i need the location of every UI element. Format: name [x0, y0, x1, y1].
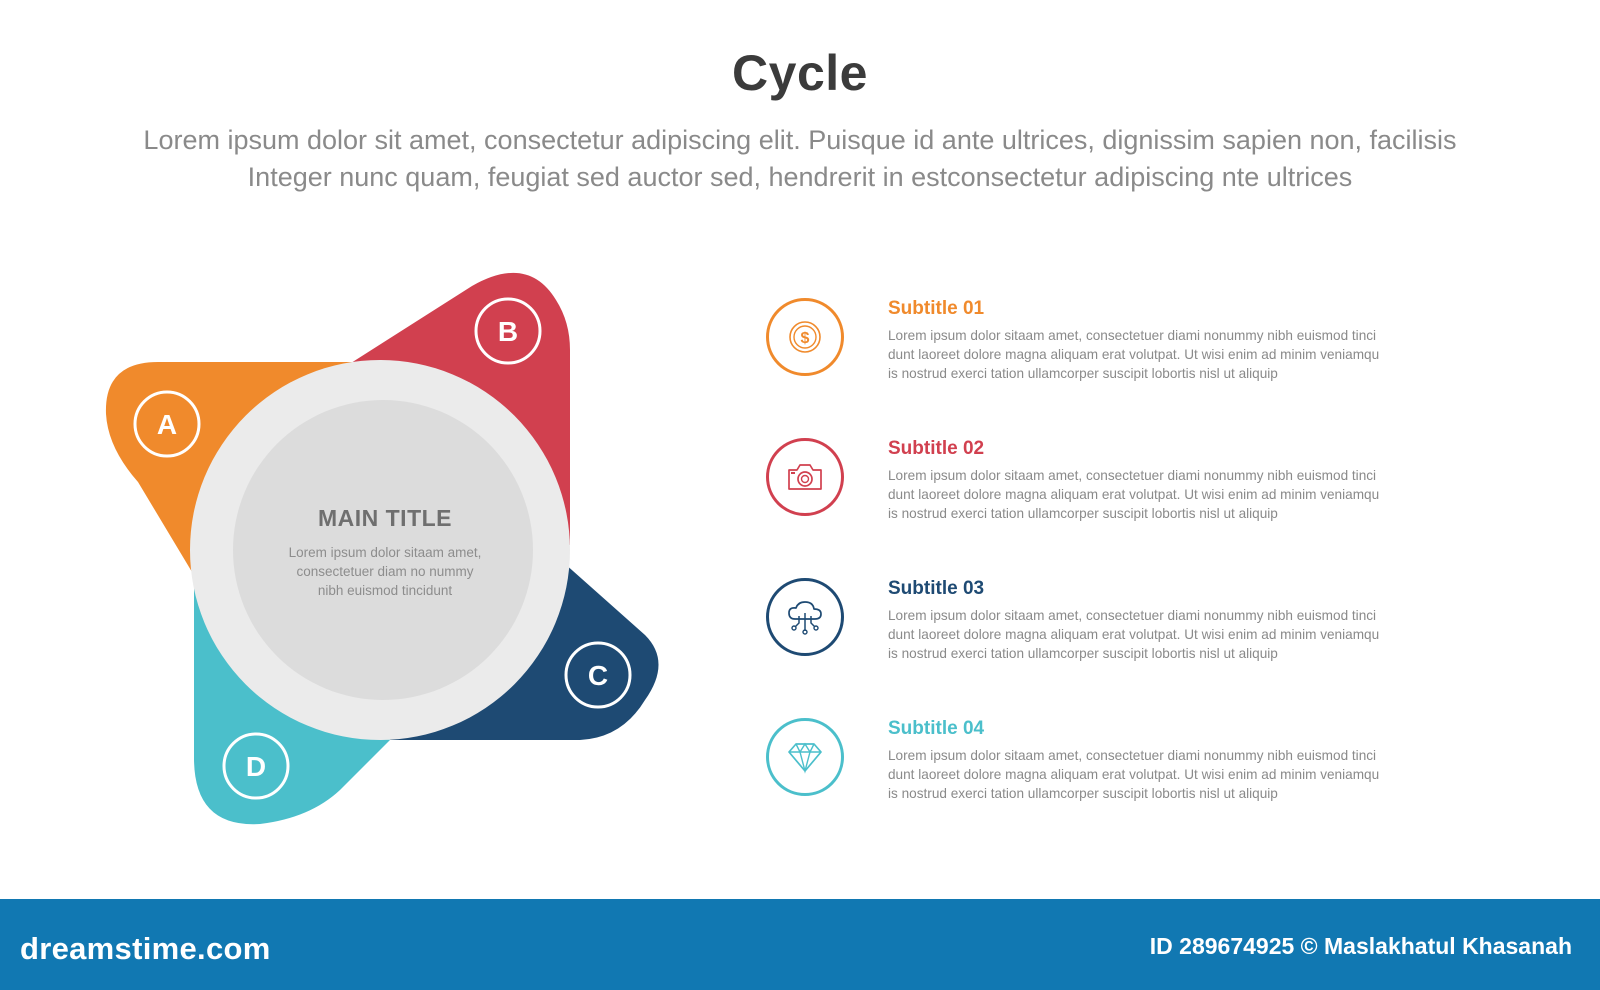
subtitle-04: Subtitle 04 — [888, 718, 985, 739]
intro-line: Lorem ipsum dolor sit amet, consectetur … — [143, 125, 1457, 155]
brand-logo-text: dreamstime.com — [20, 931, 271, 966]
icon-ring-02 — [766, 438, 844, 516]
item-line: Lorem ipsum dolor sitaam amet, consectet… — [888, 468, 1377, 483]
image-credit: ID 289674925 © Maslakhatul Khasanah — [1149, 933, 1572, 959]
badge-b: B — [474, 297, 542, 365]
badge-c: C — [564, 641, 632, 709]
subtitle-03: Subtitle 03 — [888, 578, 985, 599]
subtitle-02: Subtitle 02 — [888, 438, 985, 459]
item-line: Lorem ipsum dolor sitaam amet, consectet… — [888, 608, 1377, 623]
item-line: dunt laoreet dolore magna aliquam erat v… — [888, 487, 1380, 502]
item-text-04: Lorem ipsum dolor sitaam amet, consectet… — [888, 746, 1448, 803]
dollar-coin-icon: $ — [789, 321, 821, 353]
badge-c-letter: C — [588, 660, 608, 691]
item-line: Lorem ipsum dolor sitaam amet, consectet… — [888, 328, 1377, 343]
item-line: dunt laoreet dolore magna aliquam erat v… — [888, 767, 1380, 782]
item-text-03: Lorem ipsum dolor sitaam amet, consectet… — [888, 606, 1448, 663]
page-title: Cycle — [732, 45, 868, 101]
badge-d-letter: D — [246, 751, 266, 782]
list-item-01: $ Subtitle 01 Lorem ipsum dolor sitaam a… — [766, 298, 1566, 398]
list-item-04: Subtitle 04 Lorem ipsum dolor sitaam ame… — [766, 718, 1566, 818]
footer-bar: dreamstime.com ID 289674925 © Maslakhatu… — [0, 899, 1600, 990]
center-disc — [233, 400, 533, 700]
item-line: is nostrud exerci tation ullamcorper sus… — [888, 786, 1278, 801]
item-text-02: Lorem ipsum dolor sitaam amet, consectet… — [888, 466, 1448, 523]
center-line: nibh euismod tincidunt — [317, 583, 453, 598]
icon-ring-04 — [766, 718, 844, 796]
list-item-03: Subtitle 03 Lorem ipsum dolor sitaam ame… — [766, 578, 1566, 678]
svg-text:$: $ — [801, 330, 810, 347]
center-line: Lorem ipsum dolor sitaam amet, — [288, 545, 482, 560]
diamond-icon — [788, 742, 822, 774]
cloud-network-icon — [788, 601, 822, 635]
item-line: is nostrud exerci tation ullamcorper sus… — [888, 646, 1278, 661]
item-text-01: Lorem ipsum dolor sitaam amet, consectet… — [888, 326, 1448, 383]
item-line: is nostrud exerci tation ullamcorper sus… — [888, 506, 1278, 521]
item-line: is nostrud exerci tation ullamcorper sus… — [888, 366, 1278, 381]
item-line: dunt laoreet dolore magna aliquam erat v… — [888, 627, 1380, 642]
camera-icon — [788, 464, 822, 490]
intro-text: Lorem ipsum dolor sit amet, consectetur … — [80, 122, 1520, 196]
center-line: consectetuer diam no nummy — [296, 564, 474, 579]
badge-b-letter: B — [498, 316, 518, 347]
item-line: dunt laoreet dolore magna aliquam erat v… — [888, 347, 1380, 362]
icon-ring-01: $ — [766, 298, 844, 376]
badge-a-letter: A — [157, 409, 177, 440]
badge-d: D — [222, 732, 290, 800]
item-line: Lorem ipsum dolor sitaam amet, consectet… — [888, 748, 1377, 763]
icon-ring-03 — [766, 578, 844, 656]
intro-line: Integer nunc quam, feugiat sed auctor se… — [247, 162, 1353, 192]
list-item-02: Subtitle 02 Lorem ipsum dolor sitaam ame… — [766, 438, 1566, 538]
badge-a: A — [133, 390, 201, 458]
subtitle-01: Subtitle 01 — [888, 298, 985, 319]
center-title: MAIN TITLE — [317, 505, 453, 531]
center-description: Lorem ipsum dolor sitaam amet, consectet… — [258, 543, 512, 600]
